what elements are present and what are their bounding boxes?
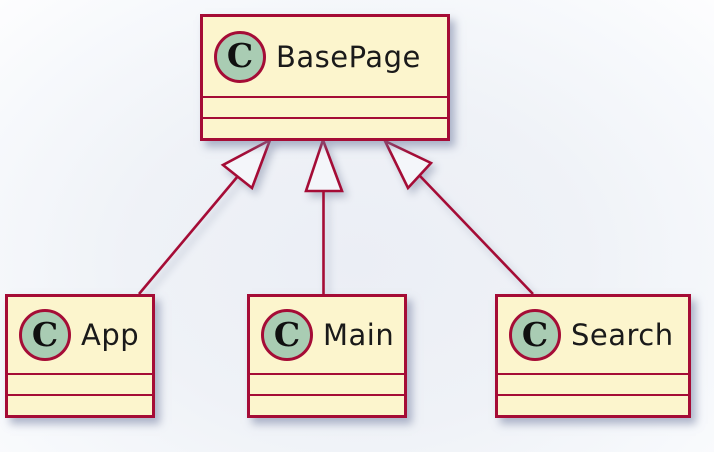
class-c-icon: C bbox=[214, 30, 266, 83]
class-name: Search bbox=[571, 318, 674, 352]
class-name: App bbox=[81, 318, 140, 352]
class-c-icon: C bbox=[509, 309, 561, 361]
class-node-main: C Main bbox=[247, 294, 407, 418]
class-name: Main bbox=[323, 318, 395, 352]
attributes-compartment bbox=[8, 373, 152, 394]
attributes-compartment bbox=[498, 373, 688, 394]
class-c-icon: C bbox=[19, 309, 71, 361]
class-name: BasePage bbox=[276, 39, 421, 74]
edge-main-to-basepage bbox=[304, 136, 344, 294]
edge-search-to-basepage bbox=[382, 138, 534, 295]
class-node-search: C Search bbox=[495, 294, 691, 418]
class-title-row: C App bbox=[8, 297, 152, 373]
attributes-compartment bbox=[203, 96, 447, 117]
edge-app-to-basepage bbox=[138, 137, 273, 295]
class-node-basepage: C BasePage bbox=[200, 14, 450, 141]
class-node-app: C App bbox=[5, 294, 155, 418]
class-title-row: C Search bbox=[498, 297, 688, 373]
class-letter: C bbox=[521, 314, 549, 354]
hollow-triangle-arrowhead-icon bbox=[304, 136, 344, 193]
class-letter: C bbox=[226, 36, 254, 75]
class-c-icon: C bbox=[261, 309, 313, 361]
methods-compartment bbox=[250, 394, 404, 415]
methods-compartment bbox=[8, 394, 152, 415]
hollow-triangle-arrowhead-icon bbox=[382, 138, 434, 191]
class-title-row: C BasePage bbox=[203, 17, 447, 96]
class-letter: C bbox=[273, 314, 301, 354]
attributes-compartment bbox=[250, 373, 404, 394]
methods-compartment bbox=[498, 394, 688, 415]
class-title-row: C Main bbox=[250, 297, 404, 373]
methods-compartment bbox=[203, 117, 447, 138]
class-letter: C bbox=[31, 314, 59, 354]
hollow-triangle-arrowhead-icon bbox=[220, 137, 273, 191]
